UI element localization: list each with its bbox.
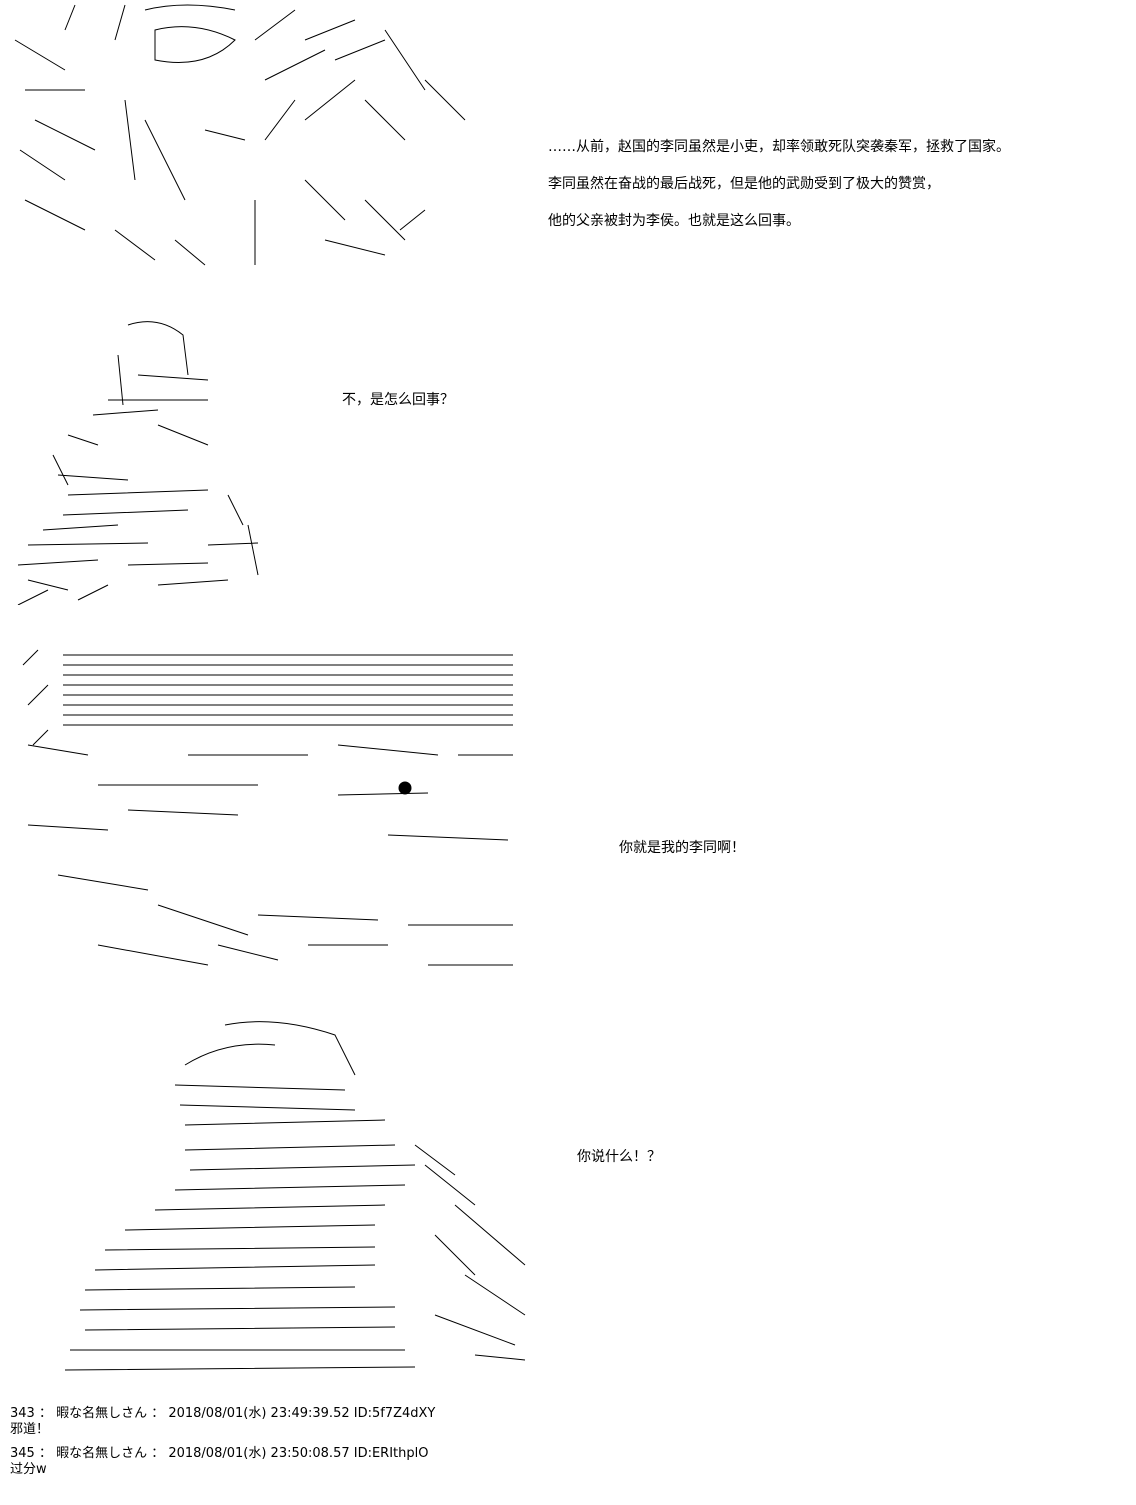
- dialogue-line: 不，是怎么回事？: [342, 392, 454, 408]
- ascii-art-armored-man-icon: [8, 315, 268, 605]
- post-header: 343 ： 暇な名無しさん ： 2018/08/01(水) 23:49:39.5…: [10, 1406, 436, 1421]
- dialogue-line: 你就是我的李同啊！: [619, 840, 745, 856]
- forum-post: 343 ： 暇な名無しさん ： 2018/08/01(水) 23:49:39.5…: [10, 1406, 1110, 1438]
- post-header: 345 ： 暇な名無しさん ： 2018/08/01(水) 23:50:08.5…: [10, 1446, 429, 1461]
- post-body: 邪道！: [10, 1422, 50, 1437]
- ascii-art-surprised-warrior-icon: [55, 1015, 535, 1380]
- dialogue-line: 你说什么！？: [577, 1149, 661, 1165]
- ascii-art-character-closeup-icon: [5, 0, 475, 270]
- ascii-art-smiling-face-icon: [8, 645, 523, 970]
- dialogue-line: 李同虽然在奋战的最后战死，但是他的武勋受到了极大的赞赏，: [548, 176, 940, 192]
- forum-posts: 343 ： 暇な名無しさん ： 2018/08/01(水) 23:49:39.5…: [10, 1406, 1110, 1486]
- post-body: 过分w: [10, 1462, 47, 1477]
- dialogue-line: ……从前，赵国的李同虽然是小吏，却率领敢死队突袭秦军，拯救了国家。: [548, 139, 1010, 155]
- dialogue-line: 他的父亲被封为李侯。也就是这么回事。: [548, 213, 800, 229]
- forum-post: 345 ： 暇な名無しさん ： 2018/08/01(水) 23:50:08.5…: [10, 1446, 1110, 1478]
